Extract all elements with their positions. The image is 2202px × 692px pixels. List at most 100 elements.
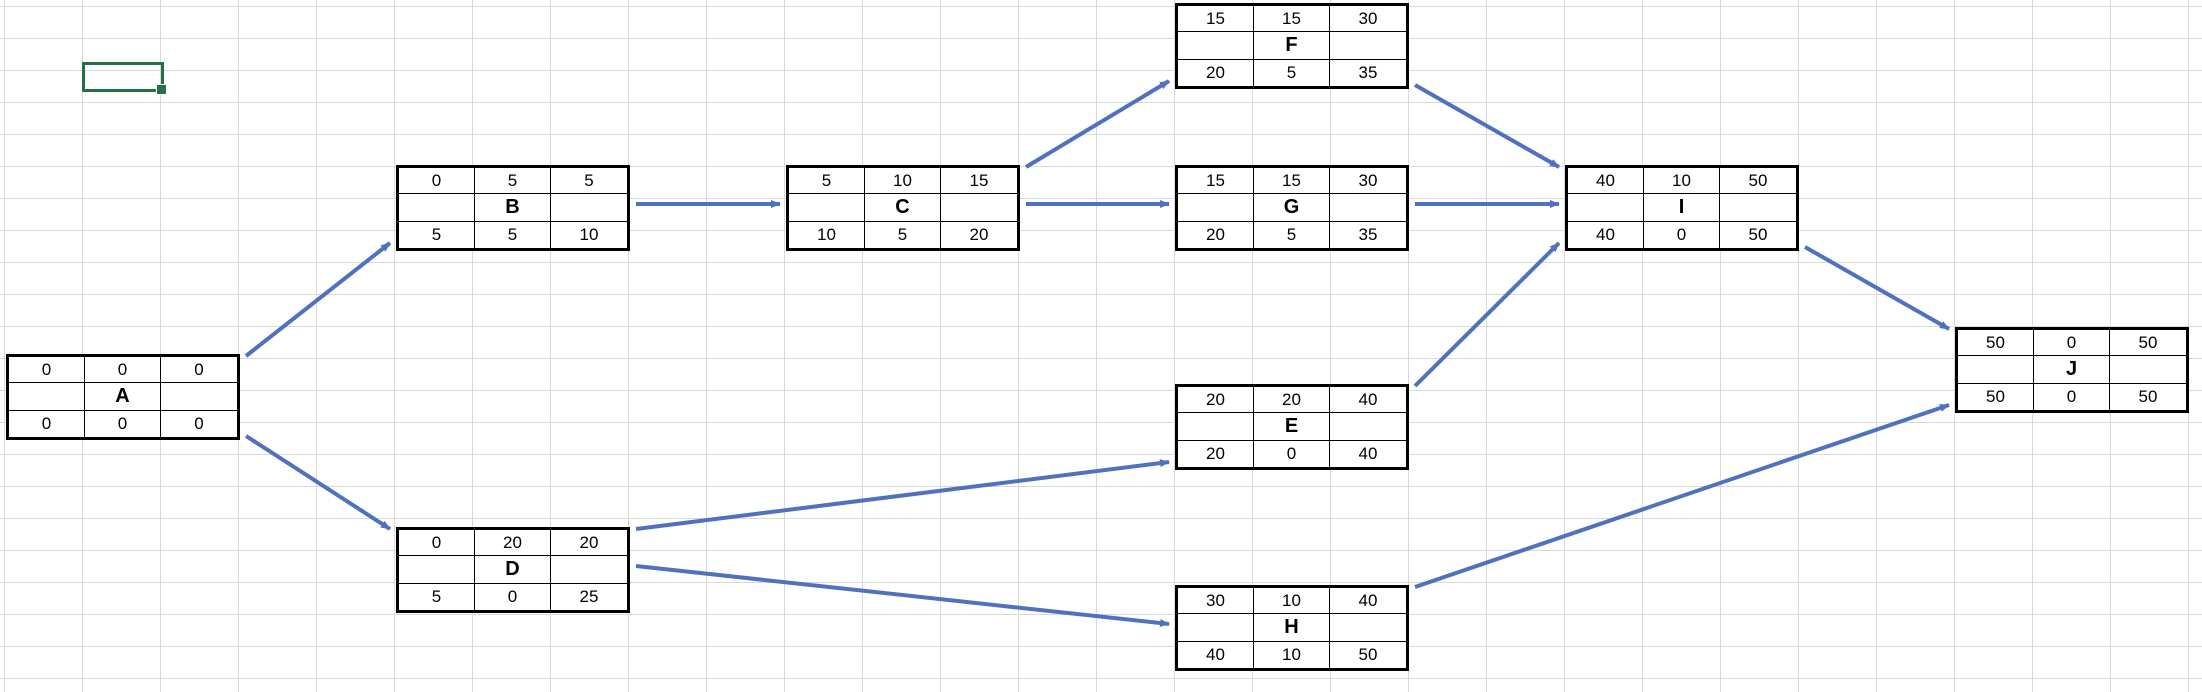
es-cell: 40 (1568, 168, 1644, 194)
fill-handle[interactable] (156, 84, 167, 95)
es-cell: 5 (789, 168, 865, 194)
duration-cell: 10 (1644, 168, 1720, 194)
duration-cell: 10 (1254, 588, 1330, 614)
lf-cell: 10 (579, 225, 599, 244)
ls-cell: 50 (1958, 384, 2034, 410)
node-i[interactable]: 40 10 50 I 40 0 50 (1565, 165, 1799, 251)
blank-cell (1330, 194, 1406, 222)
ls-cell: 20 (1178, 441, 1254, 467)
es-cell: 20 (1178, 387, 1254, 413)
duration-cell: 20 (475, 530, 551, 556)
duration-cell: 5 (475, 168, 551, 194)
lf-cell: 25 (579, 587, 599, 606)
ef-cell: 40 (1330, 387, 1406, 413)
ls-cell: 40 (1568, 222, 1644, 248)
duration-cell: 10 (865, 168, 941, 194)
blank-cell (551, 556, 627, 584)
ls-cell: 20 (1178, 60, 1254, 86)
es-cell: 0 (399, 168, 475, 194)
lf-cell: 50 (1358, 645, 1378, 664)
activity-name: D (475, 556, 551, 584)
activity-name: G (1254, 194, 1330, 222)
node-f[interactable]: 15 15 30 F 20 5 35 (1175, 3, 1409, 89)
ef-cell: 15 (941, 168, 1017, 194)
node-j[interactable]: 50 0 50 J 50 0 50 (1955, 327, 2189, 413)
activity-name: F (1254, 32, 1330, 60)
es-cell: 15 (1178, 168, 1254, 194)
duration-cell: 20 (1254, 387, 1330, 413)
node-b[interactable]: 0 5 5 B 5 5 10 (396, 165, 630, 251)
node-e[interactable]: 20 20 40 E 20 0 40 (1175, 384, 1409, 470)
ef-cell: 0 (161, 357, 237, 383)
ls-cell: 5 (399, 222, 475, 248)
arrow-d-to-h (635, 564, 1170, 628)
blank-cell (1958, 356, 2034, 384)
node-h[interactable]: 30 10 40 H 40 10 50 (1175, 585, 1409, 671)
es-cell: 50 (1958, 330, 2034, 356)
arrow-d-to-e (635, 459, 1170, 531)
blank-cell (1330, 614, 1406, 642)
blank-cell (399, 194, 475, 222)
blank-cell (2110, 356, 2186, 384)
lf-cell: 20 (969, 225, 989, 244)
activity-name: H (1254, 614, 1330, 642)
node-g[interactable]: 15 15 30 G 20 5 35 (1175, 165, 1409, 251)
blank-cell (1178, 194, 1254, 222)
arrow-e-to-i (1413, 241, 1561, 388)
node-d[interactable]: 0 20 20 D 5 0 25 (396, 527, 630, 613)
duration-cell: 15 (1254, 6, 1330, 32)
lf-cell: 50 (2138, 387, 2158, 406)
es-cell: 0 (9, 357, 85, 383)
slack-cell: 0 (1644, 222, 1720, 248)
arrow-a-to-b (244, 241, 392, 358)
blank-cell (1178, 614, 1254, 642)
duration-cell: 15 (1254, 168, 1330, 194)
blank-cell (1568, 194, 1644, 222)
blank-cell (789, 194, 865, 222)
blank-cell (1720, 194, 1796, 222)
slack-cell: 0 (85, 411, 161, 437)
activity-name: B (475, 194, 551, 222)
duration-cell: 0 (2034, 330, 2110, 356)
activity-name: I (1644, 194, 1720, 222)
arrow-h-to-j (1414, 403, 1950, 589)
ef-cell: 5 (551, 168, 627, 194)
node-a[interactable]: 0 0 0 A 0 0 0 (6, 354, 240, 440)
node-c[interactable]: 5 10 15 C 10 5 20 (786, 165, 1020, 251)
slack-cell: 5 (475, 222, 551, 248)
lf-cell: 35 (1358, 63, 1378, 82)
ls-cell: 10 (789, 222, 865, 248)
slack-cell: 0 (475, 584, 551, 610)
slack-cell: 5 (1254, 60, 1330, 86)
selected-cell[interactable] (82, 62, 167, 95)
slack-cell: 5 (1254, 222, 1330, 248)
es-cell: 0 (399, 530, 475, 556)
ls-cell: 0 (9, 411, 85, 437)
es-cell: 30 (1178, 588, 1254, 614)
ls-cell: 40 (1178, 642, 1254, 668)
lf-cell: 0 (194, 414, 204, 433)
activity-name: J (2034, 356, 2110, 384)
activity-name: A (85, 383, 161, 411)
ef-cell: 20 (551, 530, 627, 556)
ef-cell: 30 (1330, 6, 1406, 32)
slack-cell: 5 (865, 222, 941, 248)
arrow-a-to-d (244, 434, 392, 531)
duration-cell: 0 (85, 357, 161, 383)
arrow-i-to-j (1804, 245, 1950, 331)
activity-name: C (865, 194, 941, 222)
arrow-f-to-i (1414, 83, 1560, 169)
blank-cell (551, 194, 627, 222)
blank-cell (9, 383, 85, 411)
activity-name: E (1254, 413, 1330, 441)
ef-cell: 40 (1330, 588, 1406, 614)
arrow-c-to-f (1024, 79, 1171, 169)
slack-cell: 0 (2034, 384, 2110, 410)
blank-cell (941, 194, 1017, 222)
blank-cell (1178, 413, 1254, 441)
es-cell: 15 (1178, 6, 1254, 32)
blank-cell (399, 556, 475, 584)
blank-cell (1330, 32, 1406, 60)
lf-cell: 50 (1748, 225, 1768, 244)
